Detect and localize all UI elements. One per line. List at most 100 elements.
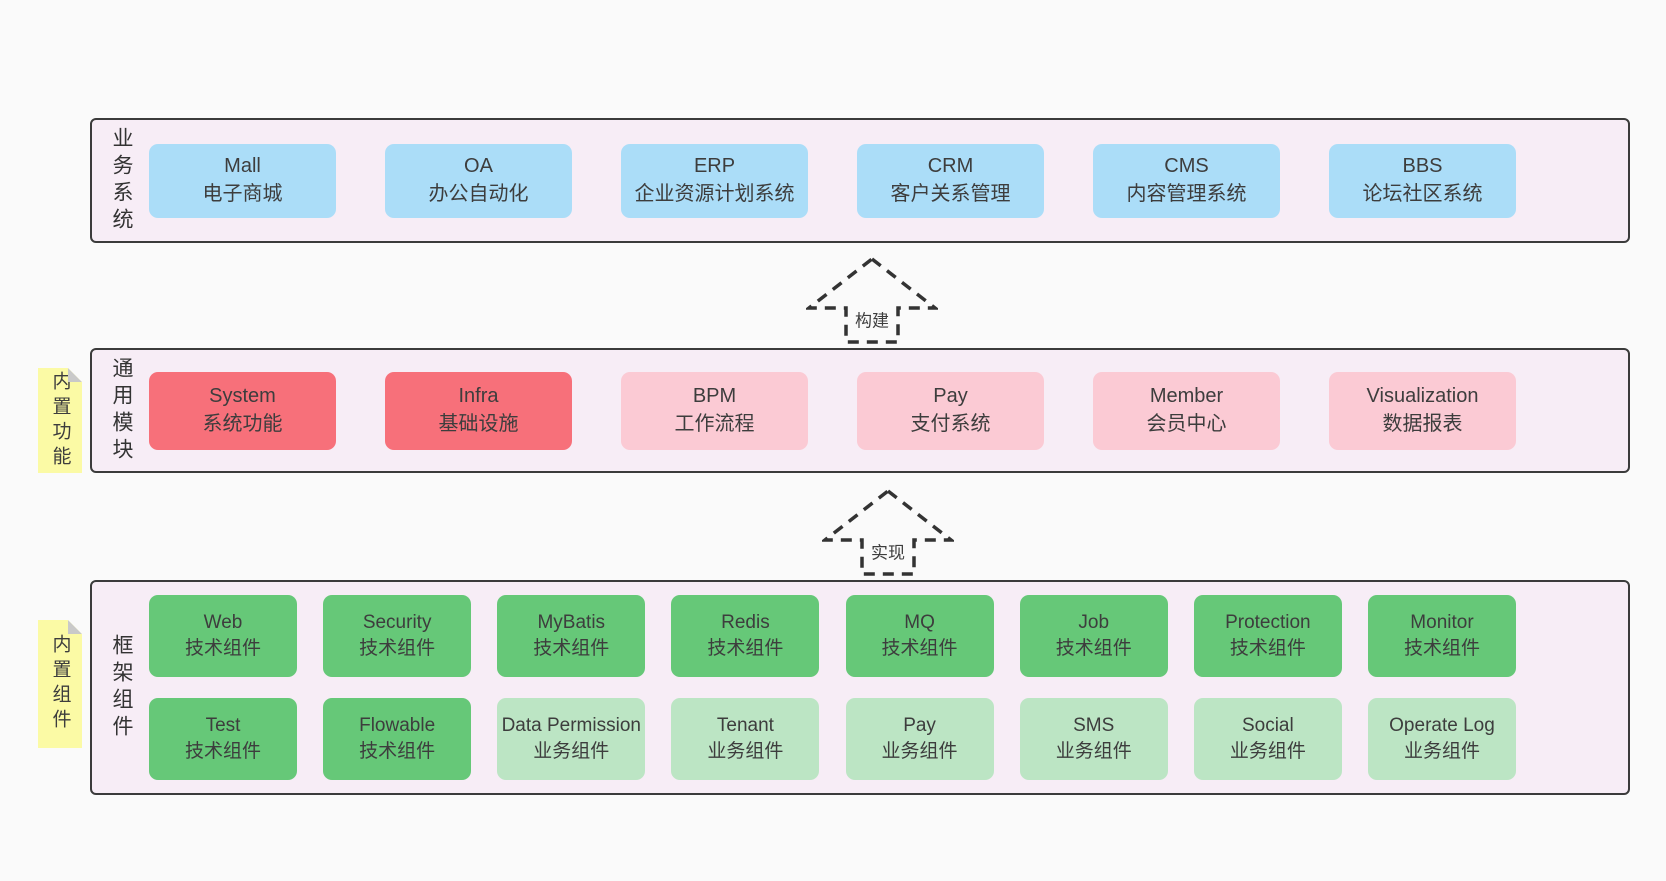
- box-title: Infra: [458, 385, 499, 408]
- box-title: Pay: [933, 385, 968, 408]
- box-flowable: Flowable 技术组件: [323, 698, 472, 780]
- box-subtitle: 电子商城: [202, 182, 283, 205]
- box-social: Social 业务组件: [1193, 698, 1342, 780]
- box-title: SMS: [1073, 715, 1115, 737]
- box-title: OA: [464, 155, 493, 178]
- box-infra: Infra 基础设施: [385, 371, 572, 450]
- box-test: Test 技术组件: [149, 698, 297, 780]
- box-subtitle: 办公自动化: [428, 182, 529, 205]
- box-subtitle: 会员中心: [1146, 412, 1227, 435]
- box-title: Job: [1078, 612, 1110, 634]
- box-title: ERP: [693, 155, 736, 178]
- box-subtitle: 技术组件: [533, 638, 610, 659]
- box-subtitle: 业务组件: [1229, 741, 1306, 762]
- box-tenant: Tenant 业务组件: [671, 698, 820, 780]
- box-subtitle: 客户关系管理: [890, 182, 1011, 205]
- box-oa: OA 办公自动化: [385, 143, 572, 218]
- sticky-note-built-in-features: 内置功能: [38, 368, 82, 473]
- box-system: System 系统功能: [149, 371, 336, 450]
- box-mq: MQ 技术组件: [845, 595, 994, 677]
- box-operate-log: Operate Log 业务组件: [1367, 698, 1516, 780]
- box-monitor: Monitor 技术组件: [1367, 595, 1516, 677]
- box-redis: Redis 技术组件: [671, 595, 820, 677]
- box-subtitle: 技术组件: [184, 741, 261, 762]
- box-subtitle: 业务组件: [1055, 741, 1132, 762]
- arrow-implement-label: 实现: [866, 537, 910, 565]
- box-protection: Protection 技术组件: [1193, 595, 1342, 677]
- box-security: Security 技术组件: [323, 595, 472, 677]
- box-title: Security: [362, 612, 432, 634]
- box-pay: Pay 支付系统: [857, 371, 1044, 450]
- box-title: Member: [1149, 385, 1224, 408]
- box-data-permission: Data Permission 业务组件: [497, 698, 646, 780]
- box-subtitle: 内容管理系统: [1126, 182, 1247, 205]
- box-title: Mall: [224, 155, 261, 178]
- box-subtitle: 业务组件: [881, 741, 958, 762]
- box-subtitle: 业务组件: [533, 741, 610, 762]
- box-erp: ERP 企业资源计划系统: [621, 143, 808, 218]
- arrow-implement: 实现: [822, 488, 954, 576]
- box-member: Member 会员中心: [1093, 371, 1280, 450]
- box-title: Operate Log: [1389, 715, 1495, 737]
- box-title: Pay: [903, 715, 936, 737]
- box-job: Job 技术组件: [1019, 595, 1168, 677]
- box-title: Flowable: [359, 715, 436, 737]
- box-title: Tenant: [716, 715, 774, 737]
- box-subtitle: 技术组件: [1229, 638, 1306, 659]
- box-title: MQ: [904, 612, 935, 634]
- box-crm: CRM 客户关系管理: [857, 143, 1044, 218]
- section-label-common-modules: 通用模块: [110, 356, 133, 465]
- box-title: Monitor: [1410, 612, 1474, 634]
- box-subtitle: 技术组件: [1403, 638, 1480, 659]
- boxes-grid-business-systems: Mall 电子商城 OA 办公自动化 ERP 企业资源计划系统 CRM 客户关系管理 CMS 内容…: [137, 120, 1628, 241]
- box-title: Protection: [1225, 612, 1311, 634]
- box-subtitle: 系统功能: [202, 412, 283, 435]
- box-subtitle: 企业资源计划系统: [634, 182, 795, 205]
- box-pay: Pay 业务组件: [845, 698, 994, 780]
- arrow-build-label: 构建: [850, 305, 894, 333]
- section-label-business-systems: 业务系统: [110, 126, 133, 235]
- box-subtitle: 业务组件: [707, 741, 784, 762]
- box-title: System: [209, 385, 276, 408]
- box-title: Visualization: [1366, 385, 1479, 408]
- box-title: Social: [1241, 715, 1294, 737]
- box-subtitle: 技术组件: [359, 638, 436, 659]
- sticky-note-built-in-components: 内置组件: [38, 620, 82, 748]
- box-subtitle: 基础设施: [438, 412, 519, 435]
- box-title: CMS: [1164, 155, 1209, 178]
- box-cms: CMS 内容管理系统: [1093, 143, 1280, 218]
- box-subtitle: 技术组件: [1055, 638, 1132, 659]
- folded-corner-icon: [68, 368, 82, 382]
- box-title: CRM: [927, 155, 974, 178]
- box-title: Data Permission: [501, 715, 641, 737]
- section-label-framework-components: 框架组件: [110, 633, 133, 742]
- box-subtitle: 技术组件: [359, 741, 436, 762]
- box-title: BPM: [692, 385, 737, 408]
- sticky-note-text: 内置组件: [49, 634, 71, 734]
- box-title: Redis: [721, 612, 770, 634]
- box-mall: Mall 电子商城: [149, 143, 336, 218]
- box-subtitle: 论坛社区系统: [1362, 182, 1483, 205]
- box-title: Test: [205, 715, 241, 737]
- box-visualization: Visualization 数据报表: [1329, 371, 1516, 450]
- box-subtitle: 业务组件: [1403, 741, 1480, 762]
- folded-corner-icon: [68, 620, 82, 634]
- arrow-up-dashed-icon: [806, 256, 938, 344]
- section-business-systems: 业务系统 Mall 电子商城 OA 办公自动化 ERP 企业资源计划系统 CRM 客户关系管理…: [90, 118, 1630, 243]
- box-subtitle: 技术组件: [707, 638, 784, 659]
- box-subtitle: 支付系统: [910, 412, 991, 435]
- box-subtitle: 数据报表: [1382, 412, 1463, 435]
- box-subtitle: 技术组件: [184, 638, 261, 659]
- arrow-build: 构建: [806, 256, 938, 344]
- arrow-up-dashed-icon: [822, 488, 954, 576]
- box-sms: SMS 业务组件: [1019, 698, 1168, 780]
- box-subtitle: 技术组件: [881, 638, 958, 659]
